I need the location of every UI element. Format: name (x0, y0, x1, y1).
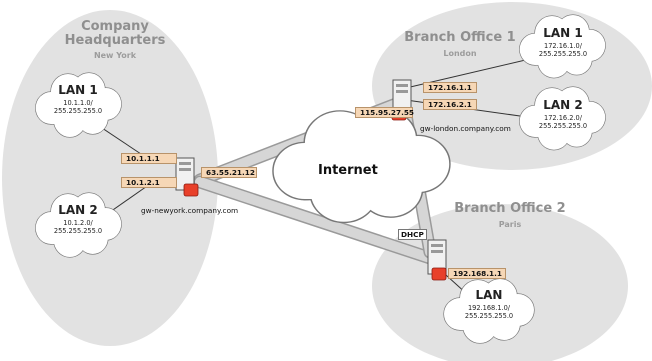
london-lan1-net: 172.16.1.0/ 255.255.255.0 (524, 42, 602, 58)
london-lan1-address: 172.16.1.0/ (544, 42, 582, 50)
london-hostname: gw-london.company.com (420, 124, 511, 133)
hq-city: New York (93, 51, 137, 60)
hq-wan-ip: 63.55.21.12 (201, 167, 257, 178)
hq-lan2-name: LAN 2 (58, 203, 98, 217)
hq-lan1-net: 10.1.1.0/ 255.255.255.0 (40, 99, 116, 115)
paris-lan-address: 192.168.1.0/ (467, 304, 511, 312)
hq-lan1-name: LAN 1 (58, 83, 98, 97)
hq-title: Company Headquarters (55, 20, 175, 47)
london-lan1-mask: 255.255.255.0 (538, 50, 588, 59)
hq-lan1-mask: 255.255.255.0 (53, 107, 103, 116)
london-lan1-ip: 172.16.1.1 (423, 82, 477, 93)
paris-lan-mask: 255.255.255.0 (464, 312, 514, 321)
paris-lan-name: LAN (475, 288, 503, 302)
firewall-gateway-icon (175, 79, 447, 281)
hq-title-line2: Headquarters (64, 32, 166, 48)
internet-label: Internet (318, 163, 378, 178)
hq-title-line1: Company (81, 19, 149, 34)
paris-lan-net: 192.168.1.0/ 255.255.255.0 (448, 304, 530, 320)
london-wan-ip: 115.95.27.55 (355, 107, 414, 118)
london-title: Branch Office 1 (404, 30, 516, 45)
paris-dhcp-label: DHCP (398, 229, 427, 240)
hq-lan2-ip: 10.1.2.1 (121, 177, 177, 188)
hq-lan1-address: 10.1.1.0/ (63, 99, 93, 107)
paris-lan-ip: 192.168.1.1 (448, 268, 506, 279)
paris-title: Branch Office 2 (454, 201, 566, 216)
hq-lan2-net: 10.1.2.0/ 255.255.255.0 (40, 219, 116, 235)
hq-lan1-ip: 10.1.1.1 (121, 153, 177, 164)
hq-lan2-address: 10.1.2.0/ (63, 219, 93, 227)
london-lan2-net: 172.16.2.0/ 255.255.255.0 (524, 114, 602, 130)
london-lan2-address: 172.16.2.0/ (544, 114, 582, 122)
london-lan1-name: LAN 1 (543, 26, 583, 40)
london-city: London (443, 49, 477, 58)
hq-lan2-mask: 255.255.255.0 (53, 227, 103, 236)
london-lan2-ip: 172.16.2.1 (423, 99, 477, 110)
hq-hostname: gw-newyork.company.com (141, 206, 239, 215)
london-lan2-name: LAN 2 (543, 98, 583, 112)
london-lan2-mask: 255.255.255.0 (538, 122, 588, 131)
paris-city: Paris (498, 220, 522, 229)
